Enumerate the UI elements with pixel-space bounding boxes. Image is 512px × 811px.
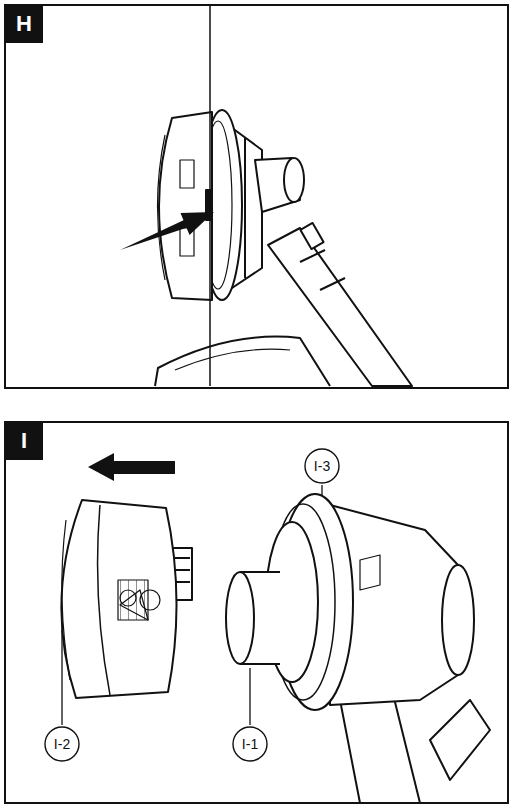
spool bbox=[61, 500, 192, 698]
callout-circle bbox=[305, 449, 339, 483]
panel-frame bbox=[5, 5, 508, 388]
trimmer-line bbox=[209, 6, 211, 386]
panel-frame bbox=[5, 422, 508, 803]
panel-letter: I bbox=[5, 422, 43, 460]
callout-circle bbox=[45, 727, 79, 761]
panel-letter: I bbox=[21, 430, 27, 452]
callout-number: I-1 bbox=[242, 737, 258, 751]
callout-number: I-3 bbox=[304, 448, 340, 484]
panel-letter: H bbox=[16, 13, 32, 35]
push-arrow bbox=[120, 212, 214, 250]
callout-number: I-1 bbox=[232, 726, 268, 762]
trimmer-head-h bbox=[155, 110, 412, 386]
leader-lines bbox=[62, 485, 322, 725]
trimmer-housing bbox=[226, 494, 490, 803]
callout-number: I-2 bbox=[44, 726, 80, 762]
callout-circle bbox=[233, 727, 267, 761]
panel-letter: H bbox=[5, 5, 43, 43]
callout-number: I-3 bbox=[314, 459, 330, 473]
direction-arrow bbox=[88, 453, 175, 481]
callout-number: I-2 bbox=[54, 737, 70, 751]
